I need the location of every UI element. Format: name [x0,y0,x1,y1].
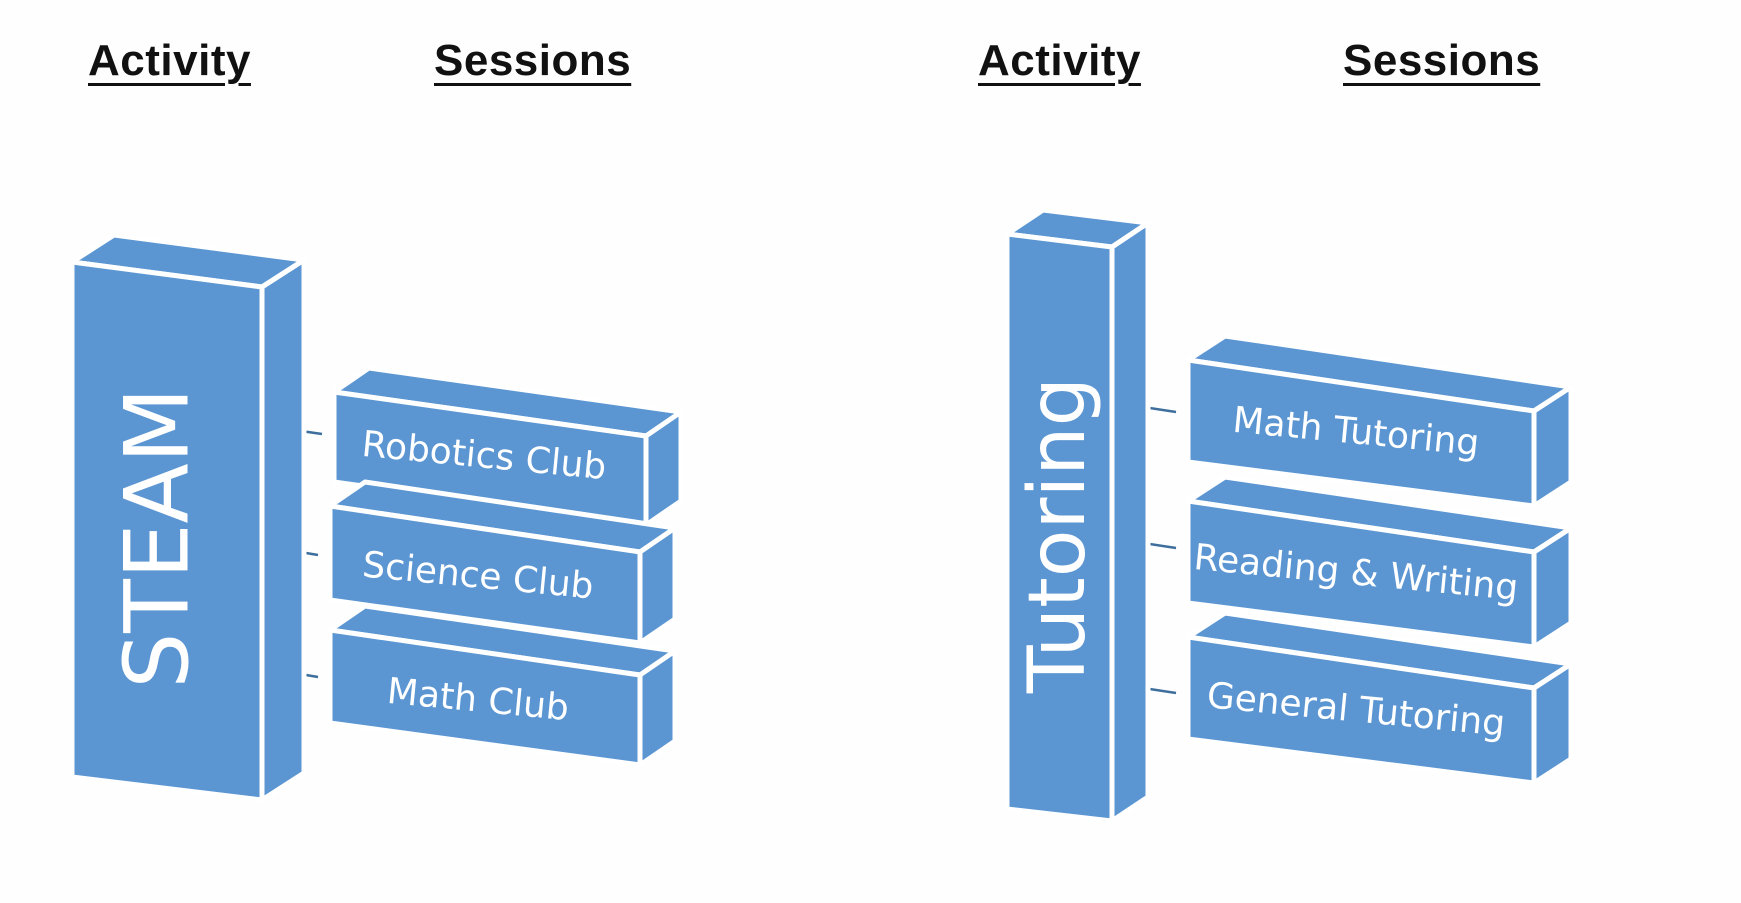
session-block-front-face [327,503,643,646]
session-block-3: Math Club [327,603,678,768]
activity-block-front-face [69,259,265,803]
activity-block: STEAM [69,232,307,803]
activity-block-side-face [1109,220,1151,824]
session-block-1: Robotics Club [331,365,684,528]
sessions-header-right: Sessions [1343,36,1541,85]
session-block-2: Science Club [327,479,678,646]
activity-label: STEAM [106,387,209,688]
activity-block-side-face [259,257,307,803]
session-block-front-face [1185,498,1537,650]
session-block-front-face [1185,634,1537,786]
activity-block-front-face [1004,231,1115,824]
session-block-side-face [1531,525,1574,650]
session-block-1: Math Tutoring [1185,333,1574,509]
session-block-side-face [1531,384,1574,509]
session-block-2: Reading & Writing [1185,474,1574,650]
session-block-front-face [1185,357,1537,509]
activity-label: Tutoring [1013,377,1103,694]
session-block-3: General Tutoring [1185,610,1574,786]
sessions-header-left: Sessions [434,36,632,85]
activity-header-right: Activity [978,36,1141,85]
activity-header-left: Activity [88,36,251,85]
activity-block: Tutoring [1004,207,1151,824]
session-block-side-face [1531,661,1574,786]
session-block-front-face [327,627,643,768]
